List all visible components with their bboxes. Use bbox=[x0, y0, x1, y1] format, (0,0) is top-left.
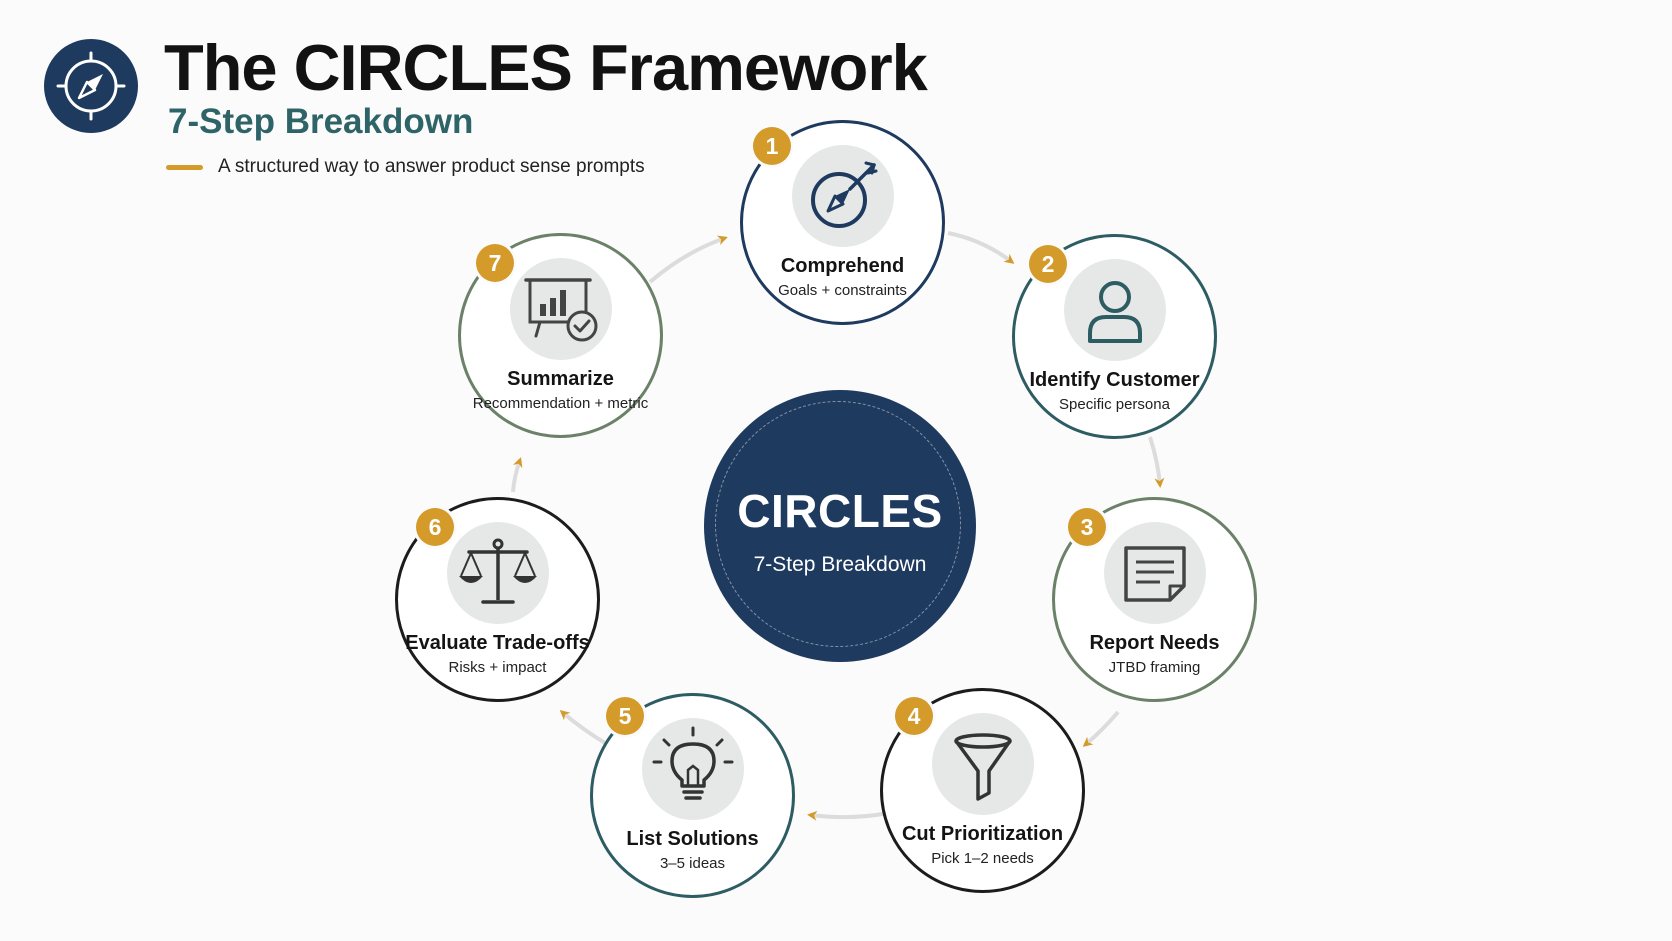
person-icon bbox=[1063, 259, 1166, 361]
step-number-badge: 1 bbox=[753, 127, 791, 165]
step-number-badge: 6 bbox=[416, 508, 454, 546]
hub-title: CIRCLES bbox=[737, 485, 943, 537]
step-description: 3–5 ideas bbox=[659, 855, 726, 872]
accent-divider bbox=[166, 165, 203, 170]
step-report-needs: 3 Report Needs JTBD framing bbox=[1052, 497, 1257, 702]
step-description: Recommendation + metric bbox=[472, 395, 649, 412]
scales-icon bbox=[446, 522, 549, 624]
document-icon bbox=[1103, 522, 1206, 624]
step-number-badge: 2 bbox=[1029, 245, 1067, 283]
hub-dashed-ring bbox=[715, 401, 961, 647]
step-title: Comprehend bbox=[780, 255, 905, 277]
step-number-badge: 3 bbox=[1068, 508, 1106, 546]
step-number-badge: 7 bbox=[476, 244, 514, 282]
connector-5-6 bbox=[559, 710, 612, 748]
step-title: Summarize bbox=[507, 368, 614, 390]
center-hub: CIRCLES 7-Step Breakdown bbox=[704, 390, 976, 662]
chart-check-icon bbox=[509, 258, 612, 360]
step-title: Identify Customer bbox=[1029, 369, 1200, 391]
funnel-icon bbox=[931, 713, 1034, 815]
step-title: Report Needs bbox=[1089, 632, 1220, 654]
step-title: List Solutions bbox=[626, 828, 759, 850]
connector-7-1 bbox=[648, 235, 728, 284]
tagline: A structured way to answer product sense… bbox=[218, 156, 645, 177]
connector-1-2 bbox=[947, 231, 1015, 264]
step-description: Goals + constraints bbox=[778, 282, 907, 299]
step-description: JTBD framing bbox=[1108, 659, 1201, 676]
step-evaluate-trade-offs: 6 Evaluate Trade-offs Risks + impact bbox=[395, 497, 600, 702]
compass-arrow-icon bbox=[791, 145, 894, 247]
step-number-badge: 5 bbox=[606, 697, 644, 735]
compass-logo-icon bbox=[44, 39, 138, 133]
step-description: Pick 1–2 needs bbox=[931, 850, 1034, 867]
hub-subtitle: 7-Step Breakdown bbox=[753, 553, 927, 576]
connector-4-5 bbox=[807, 810, 889, 821]
step-comprehend: 1 Comprehend Goals + constraints bbox=[740, 120, 945, 325]
step-list-solutions: 5 List Solutions 3–5 ideas bbox=[590, 693, 795, 898]
step-description: Specific persona bbox=[1059, 396, 1170, 413]
step-identify-customer: 2 Identify Customer Specific persona bbox=[1012, 234, 1217, 439]
step-title: Cut Prioritization bbox=[901, 823, 1064, 845]
step-description: Risks + impact bbox=[448, 659, 547, 676]
connector-3-4 bbox=[1082, 710, 1120, 747]
step-cut-prioritization: 4 Cut Prioritization Pick 1–2 needs bbox=[880, 688, 1085, 893]
step-number-badge: 4 bbox=[895, 697, 933, 735]
lightbulb-icon bbox=[641, 718, 744, 820]
step-title: Evaluate Trade-offs bbox=[405, 632, 590, 654]
step-summarize: 7 Summarize Recommendation + metric bbox=[458, 233, 663, 438]
page-title: The CIRCLES Framework bbox=[164, 31, 928, 104]
page-subtitle: 7-Step Breakdown bbox=[168, 102, 474, 141]
connector-6-7 bbox=[511, 457, 523, 493]
connector-2-3 bbox=[1148, 436, 1165, 488]
